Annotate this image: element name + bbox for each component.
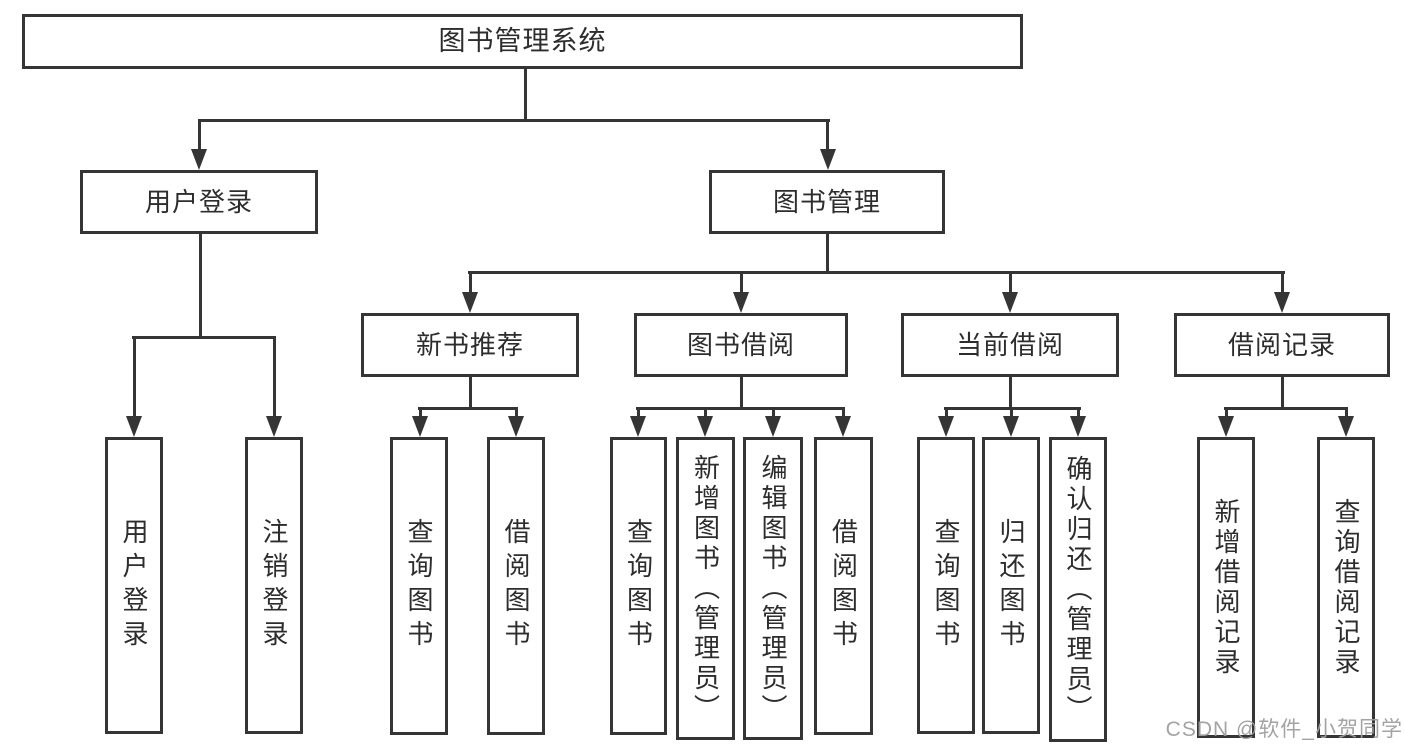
connector-stem-book-mgmt bbox=[826, 119, 829, 150]
connector-new-books-split bbox=[418, 407, 518, 410]
connector-stem-user-login bbox=[198, 119, 201, 150]
connector-stem-leaf bbox=[515, 407, 518, 418]
leaf-borrow-add-admin: 新增图书（管理员） bbox=[676, 437, 735, 740]
node-borrow-records: 借阅记录 bbox=[1174, 313, 1390, 377]
leaf-current-return: 归还图书 bbox=[982, 437, 1040, 734]
node-user-login: 用户登录 bbox=[80, 170, 318, 234]
arrow-down-icon bbox=[508, 416, 524, 437]
connector-book-borrow-split bbox=[636, 407, 845, 410]
connector-stem-logout bbox=[273, 336, 276, 417]
connector-level1-split bbox=[198, 119, 830, 122]
arrow-down-icon bbox=[835, 416, 851, 437]
connector-borrow-records-split bbox=[1224, 407, 1348, 410]
connector-level3-split bbox=[468, 271, 1285, 274]
arrow-down-icon bbox=[1218, 416, 1234, 437]
leaf-records-add: 新增借阅记录 bbox=[1197, 437, 1255, 738]
connector-current-borrow-drop bbox=[1009, 377, 1012, 410]
connector-stem-leaf bbox=[1345, 407, 1348, 418]
connector-new-books-drop bbox=[469, 377, 472, 410]
node-root: 图书管理系统 bbox=[22, 14, 1023, 69]
connector-stem-leaf bbox=[637, 407, 640, 418]
node-book-borrow: 图书借阅 bbox=[634, 313, 848, 377]
arrow-down-icon bbox=[1003, 416, 1019, 437]
connector-stem-leaf bbox=[1225, 407, 1228, 418]
arrow-down-icon bbox=[191, 149, 207, 170]
arrow-down-icon bbox=[938, 416, 954, 437]
connector-stem-book-borrow bbox=[740, 271, 743, 295]
connector-user-login-split bbox=[132, 336, 276, 339]
connector-stem-leaf bbox=[842, 407, 845, 418]
arrow-down-icon bbox=[697, 416, 713, 437]
leaf-current-query: 查询图书 bbox=[917, 437, 975, 734]
arrow-down-icon bbox=[1070, 416, 1086, 437]
arrow-down-icon bbox=[126, 416, 142, 437]
connector-stem-new-books bbox=[469, 271, 472, 295]
node-book-mgmt: 图书管理 bbox=[709, 170, 945, 234]
arrow-down-icon bbox=[1338, 416, 1354, 437]
arrow-down-icon bbox=[412, 416, 428, 437]
leaf-logout: 注销登录 bbox=[245, 437, 303, 734]
node-current-borrow: 当前借阅 bbox=[901, 313, 1119, 377]
connector-book-borrow-drop bbox=[740, 377, 743, 410]
connector-stem-leaf bbox=[419, 407, 422, 418]
connector-stem-leaf bbox=[945, 407, 948, 418]
connector-stem-leaf bbox=[1077, 407, 1080, 418]
leaf-records-query: 查询借阅记录 bbox=[1317, 437, 1375, 738]
arrow-down-icon bbox=[733, 292, 749, 313]
node-new-books: 新书推荐 bbox=[361, 313, 579, 377]
arrow-down-icon bbox=[1002, 292, 1018, 313]
arrow-down-icon bbox=[820, 149, 836, 170]
arrow-down-icon bbox=[266, 416, 282, 437]
leaf-user-login: 用户登录 bbox=[105, 437, 163, 734]
connector-stem-leaf bbox=[1010, 407, 1013, 418]
connector-borrow-records-drop bbox=[1281, 377, 1284, 410]
connector-root-drop bbox=[524, 69, 527, 122]
arrow-down-icon bbox=[765, 416, 781, 437]
csdn-watermark: CSDN @软件_小贺同学 bbox=[1165, 718, 1403, 741]
leaf-newbooks-query: 查询图书 bbox=[390, 437, 448, 735]
leaf-borrow-query: 查询图书 bbox=[610, 437, 667, 735]
arrow-down-icon bbox=[462, 292, 478, 313]
connector-stem-leaf bbox=[704, 407, 707, 418]
leaf-newbooks-borrow: 借阅图书 bbox=[487, 437, 545, 735]
connector-stem-borrow-records bbox=[1281, 271, 1284, 295]
leaf-borrow-edit-admin: 编辑图书（管理员） bbox=[743, 437, 803, 740]
connector-user-login-drop bbox=[199, 234, 202, 339]
connector-stem-login bbox=[133, 336, 136, 417]
connector-book-mgmt-drop bbox=[826, 234, 829, 274]
arrow-down-icon bbox=[630, 416, 646, 437]
leaf-current-confirm-admin: 确认归还（管理员） bbox=[1049, 437, 1107, 742]
connector-stem-leaf bbox=[772, 407, 775, 418]
connector-stem-current-borrow bbox=[1009, 271, 1012, 295]
leaf-borrow-borrow: 借阅图书 bbox=[814, 437, 873, 735]
arrow-down-icon bbox=[1274, 292, 1290, 313]
